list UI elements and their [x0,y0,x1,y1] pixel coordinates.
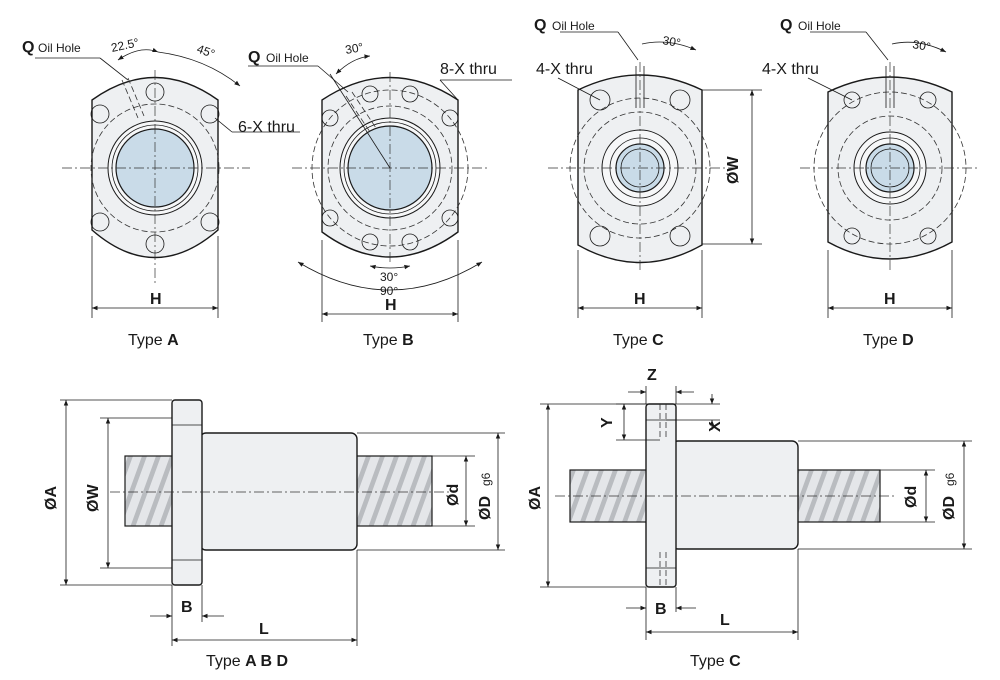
c-dim-a: ØA [527,486,544,510]
abd-dim-a: ØA [43,486,60,510]
type-c-side-caption: Type C [690,653,741,670]
c-tolerance: g6 [943,472,957,486]
type-a-thru-label: 6-X thru [238,119,295,136]
type-b-front-view: Q Oil Hole 30° 8-X thru 30° 90° H Type B [248,40,512,349]
abd-dim-b: B [181,599,193,616]
type-d-oil-hole-label: Oil Hole [798,19,841,33]
c-dim-b: B [655,601,667,618]
type-d-h-label: H [884,291,896,308]
type-d-front-view: Q Oil Hole 30° 4-X thru H Type D [762,17,980,349]
type-c-angle-30: 30° [661,33,682,50]
c-dim-l: L [720,612,730,629]
type-a-front-view: Q Oil Hole 22.5° 45° 6-X thru H Type A [22,35,300,349]
type-d-thru-label: 4-X thru [762,61,819,78]
type-abd-caption: Type A B D [206,653,288,670]
type-b-angle-30: 30° [344,40,364,57]
type-b-q-label: Q [248,49,260,66]
type-b-h-label: H [385,297,397,314]
type-c-h-label: H [634,291,646,308]
type-c-oil-hole-label: Oil Hole [552,19,595,33]
type-b-angle-bottom-90: 90° [380,284,398,298]
abd-tolerance: g6 [479,472,493,486]
type-c-w-label: ØW [725,156,742,184]
type-a-angle-45: 45° [195,42,217,61]
abd-dim-d-big: ØD [477,496,494,520]
c-dim-y: Y [599,417,616,428]
type-a-q-label: Q [22,39,34,56]
c-dim-x: X [707,421,724,432]
c-dim-z: Z [647,367,657,384]
type-b-oil-hole-label: Oil Hole [266,51,309,65]
type-b-angle-bottom-30: 30° [380,270,398,284]
c-dim-d-big: ØD [941,496,958,520]
type-d-angle-30: 30° [911,37,932,54]
type-d-caption: Type D [863,332,914,349]
type-c-q-label: Q [534,17,546,34]
type-c-thru-label: 4-X thru [536,61,593,78]
type-c-front-view: Q Oil Hole 30° 4-X thru ØW H Type C [534,17,762,349]
type-a-oil-hole-label: Oil Hole [38,41,81,55]
type-a-h-label: H [150,291,162,308]
abd-dim-l: L [259,621,269,638]
type-c-side-view: ØA Ød ØD g6 Z Y X B L Type C [527,367,972,670]
type-b-thru-label: 8-X thru [440,61,497,78]
c-dim-d-small: Ød [903,486,920,508]
type-c-caption: Type C [613,332,664,349]
abd-dim-d-small: Ød [445,484,462,506]
abd-dim-w: ØW [85,484,102,512]
type-abd-side-view: ØA ØW Ød ØD g6 B L Type A B D [43,399,505,670]
type-a-caption: Type A [128,332,179,349]
type-b-caption: Type B [363,332,414,349]
type-d-q-label: Q [780,17,792,34]
type-a-angle-22: 22.5° [110,35,141,55]
